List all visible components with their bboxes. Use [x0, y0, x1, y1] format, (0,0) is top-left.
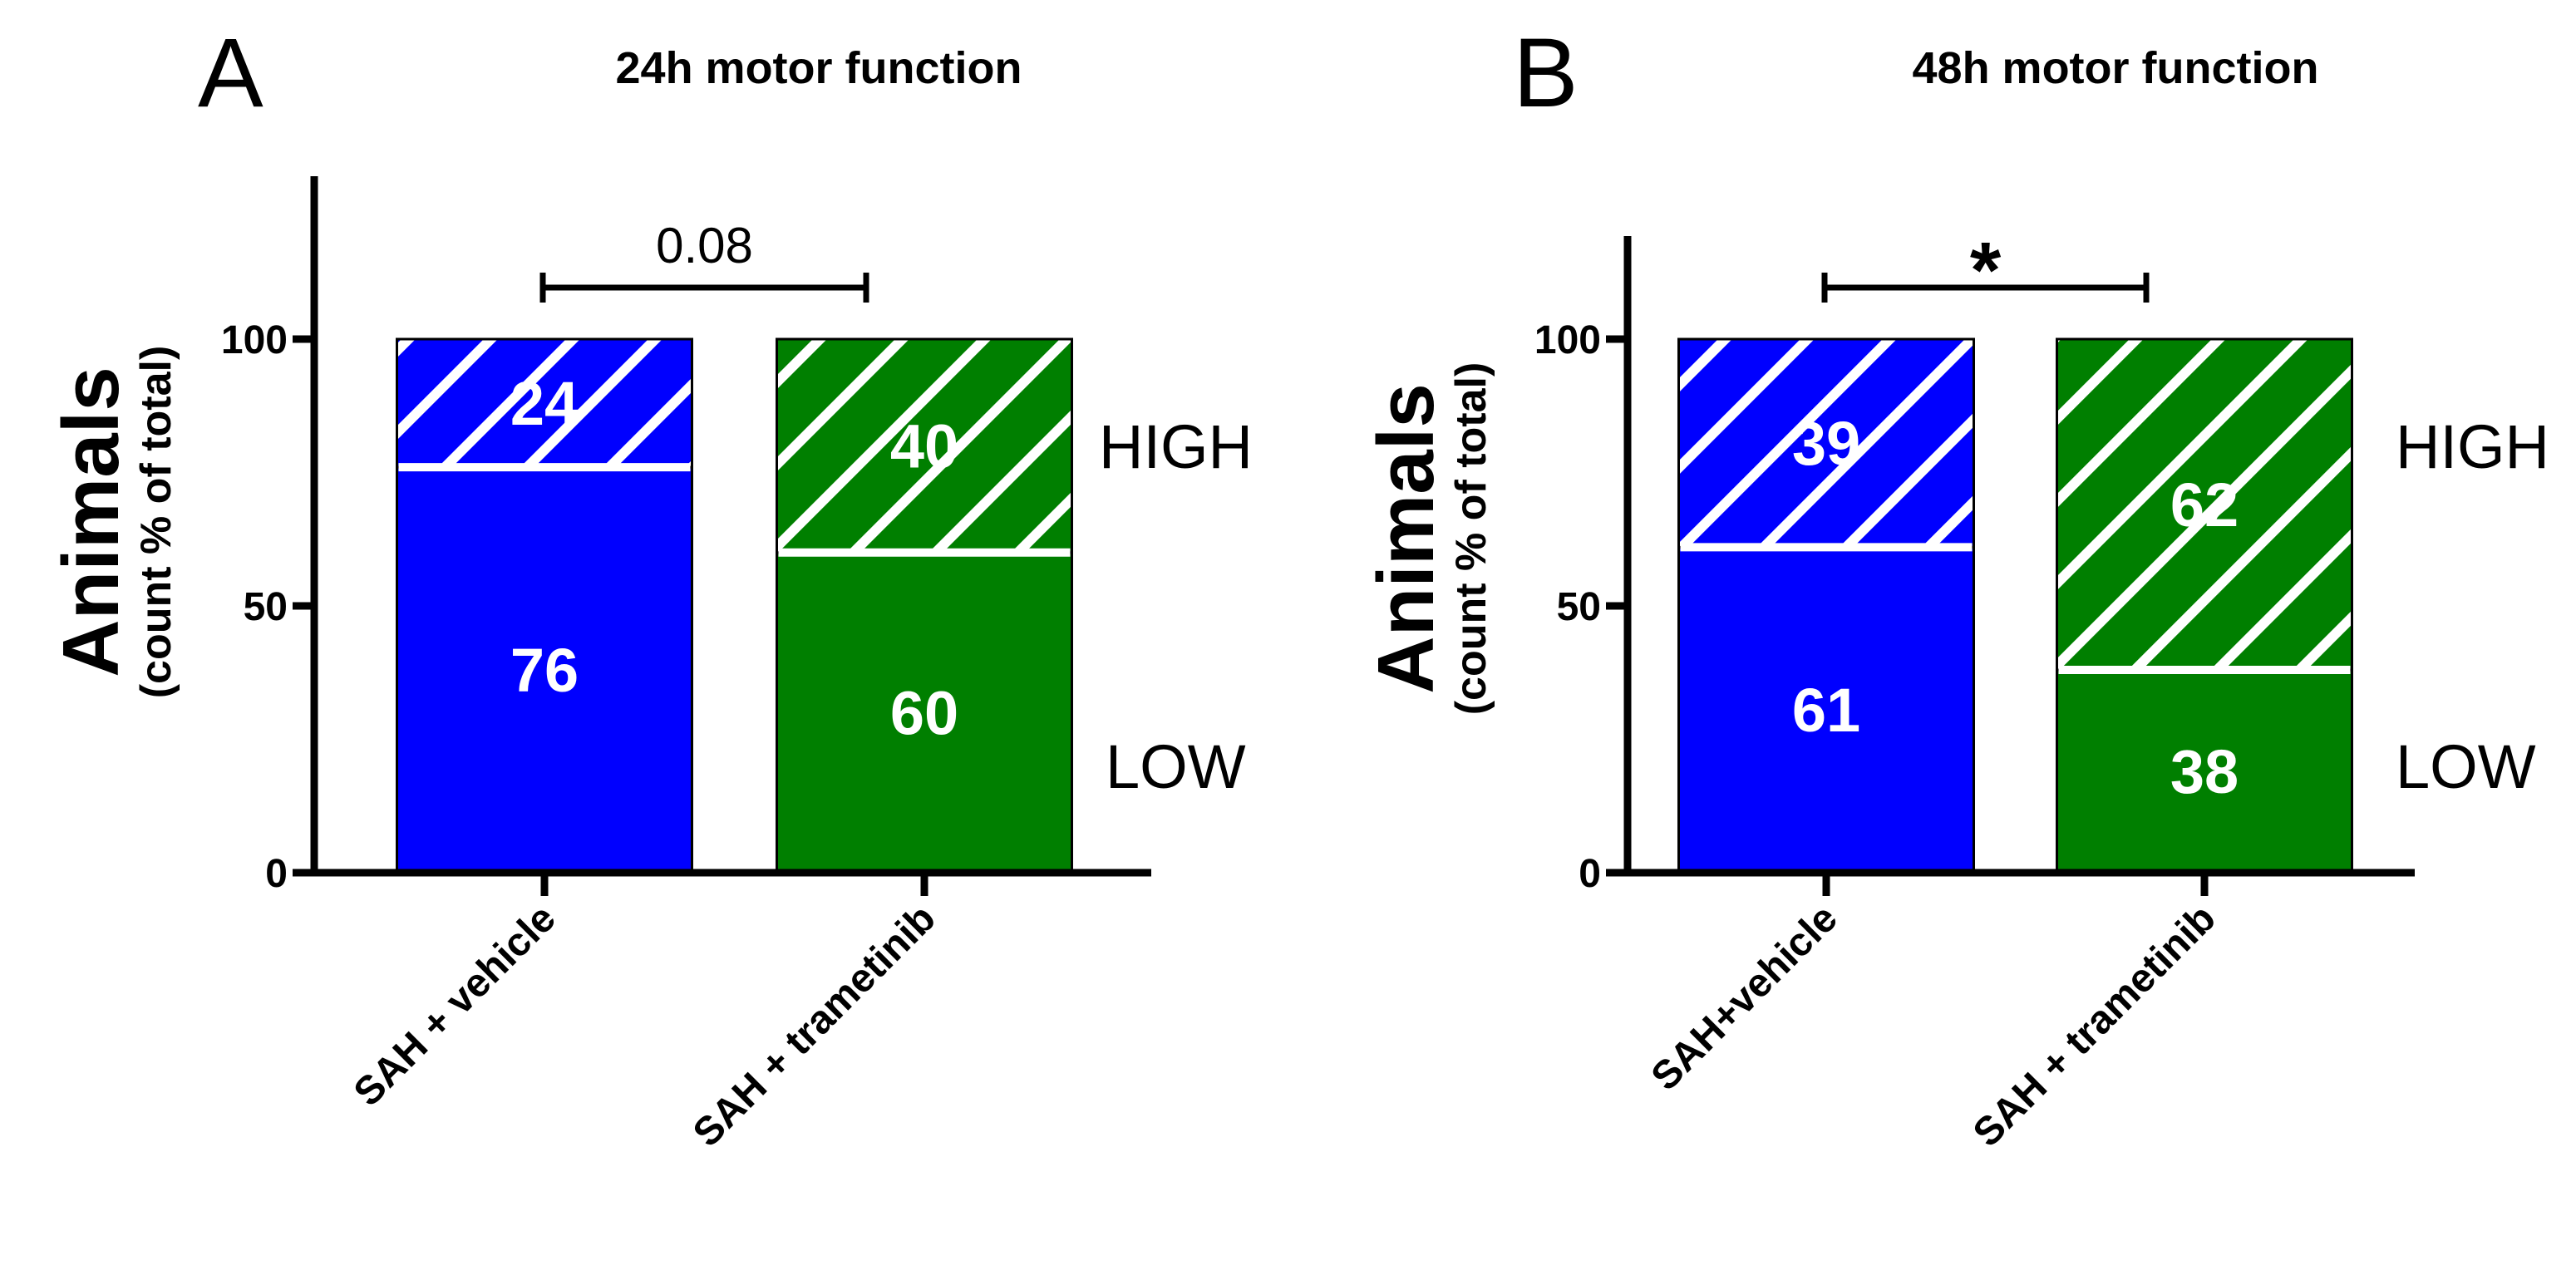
y-axis-subtitle-b: (count % of total): [1447, 362, 1495, 716]
y-ticks-b: 0 50 100: [1534, 318, 2209, 896]
bar-high-b-0: [1677, 337, 1975, 549]
value-label-high-a-0: 24: [510, 369, 579, 438]
y-tick-label-b-1: 50: [1557, 585, 1601, 629]
value-label-low-a-1: 60: [890, 678, 958, 747]
category-label-a-1: SAH + trametinib: [685, 896, 944, 1155]
chart-title-b: 48h motor function: [1913, 43, 2319, 93]
y-axis-subtitle-a: (count % of total): [132, 346, 180, 699]
legend-low-a: LOW: [1106, 732, 1246, 801]
panel-letter-a: A: [198, 18, 264, 128]
bar-high-b-1: [2056, 337, 2353, 672]
bar-high-a-0: [396, 337, 693, 469]
y-tick-label-a-1: 50: [244, 585, 288, 629]
value-label-high-b-1: 62: [2170, 470, 2239, 539]
bar-low-b-1: [2056, 668, 2353, 874]
y-tick-label-b-2: 100: [1534, 318, 1601, 362]
y-tick-label-a-0: 0: [265, 852, 288, 896]
category-label-b-0: SAH+vehicle: [1643, 896, 1846, 1099]
bar-high-a-1: [776, 337, 1073, 554]
bar-low-a-0: [396, 465, 693, 874]
value-label-low-a-0: 76: [510, 636, 579, 705]
bars-a: 76 24 60 40: [396, 337, 1073, 874]
significance-label-b: *: [1970, 226, 2002, 315]
value-label-low-b-0: 61: [1792, 676, 1860, 745]
value-label-high-a-1: 40: [890, 411, 958, 480]
significance-label-a: 0.08: [656, 218, 753, 273]
category-label-a-0: SAH + vehicle: [346, 896, 564, 1115]
significance-bracket-b: *: [1821, 226, 2150, 315]
bars-b: 61 39 38 62: [1677, 337, 2353, 874]
bar-low-a-1: [776, 551, 1073, 874]
y-ticks-a: 0 50 100: [221, 318, 928, 896]
legend-low-b: LOW: [2396, 732, 2536, 801]
panel-a: A 24h motor function Animals (count % of…: [47, 18, 1253, 1155]
panel-letter-b: B: [1513, 18, 1579, 128]
value-label-low-b-1: 38: [2170, 737, 2239, 806]
y-axis-title-a: Animals: [47, 367, 135, 677]
y-tick-label-b-0: 0: [1579, 852, 1601, 896]
y-tick-label-a-2: 100: [221, 318, 288, 362]
legend-high-b: HIGH: [2396, 412, 2549, 481]
significance-bracket-a: 0.08: [539, 218, 869, 303]
chart-title-a: 24h motor function: [616, 43, 1022, 93]
category-label-b-1: SAH + trametinib: [1965, 896, 2224, 1155]
y-axis-title-b: Animals: [1362, 383, 1451, 693]
panel-b: B 48h motor function Animals (count % of…: [1362, 18, 2549, 1155]
legend-high-a: HIGH: [1099, 412, 1253, 481]
value-label-high-b-0: 39: [1792, 409, 1860, 478]
